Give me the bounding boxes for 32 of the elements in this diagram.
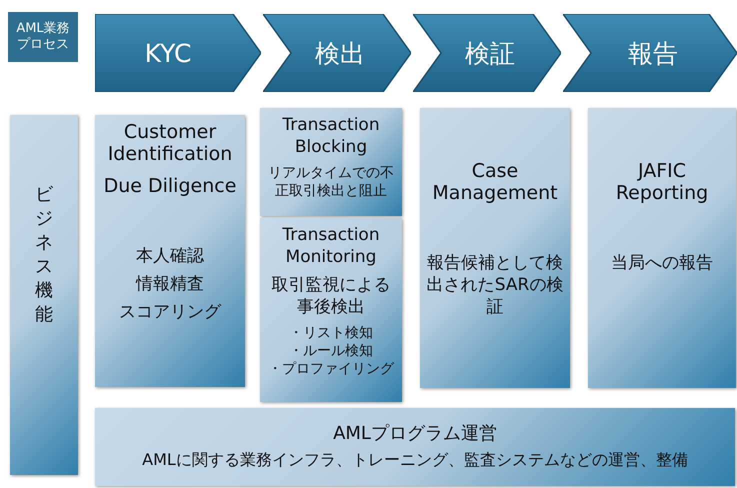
description-text: 報告候補として検出されたSARの検証	[426, 252, 564, 318]
header-label: AML業務プロセス	[15, 21, 71, 53]
description-text: 情報精査	[136, 273, 204, 295]
function-panel	[420, 108, 570, 388]
stage-label: 検出	[315, 38, 365, 70]
heading-text: Transaction Blocking	[281, 114, 381, 158]
stage-label: 検証	[465, 38, 515, 70]
description-text: リアルタイムでの不正取引検出と阻止	[267, 164, 395, 200]
heading-text: AMLプログラム運営	[333, 423, 497, 445]
header-box	[8, 12, 78, 62]
list-item: ・リスト検知	[289, 324, 373, 342]
function-panel	[95, 115, 245, 387]
description-text: 本人確認	[136, 245, 204, 267]
stage-label: 報告	[628, 38, 678, 70]
list-item: ・プロファイリング	[268, 360, 394, 378]
heading-text: JAFIC Reporting	[614, 160, 710, 204]
function-panel	[588, 108, 736, 388]
function-panel	[260, 108, 402, 216]
heading-text: Due Diligence	[104, 175, 236, 197]
side-panel	[10, 115, 78, 475]
description-text: 取引監視による事後検出	[270, 274, 392, 318]
description-text: 当局への報告	[611, 252, 713, 274]
description-text: AMLに関する業務インフラ、トレーニング、監査システムなどの運営、整備	[142, 449, 688, 471]
heading-text: Customer Identification	[106, 121, 234, 165]
function-panel	[260, 218, 402, 402]
side-label: ビジネス機能	[34, 183, 54, 327]
list-item: ・ルール検知	[289, 342, 373, 360]
heading-text: Case Management	[431, 160, 559, 204]
stage-label: KYC	[144, 38, 192, 68]
description-text: スコアリング	[119, 301, 221, 323]
function-panel	[95, 408, 735, 486]
heading-text: Transaction Monitoring	[281, 224, 381, 268]
